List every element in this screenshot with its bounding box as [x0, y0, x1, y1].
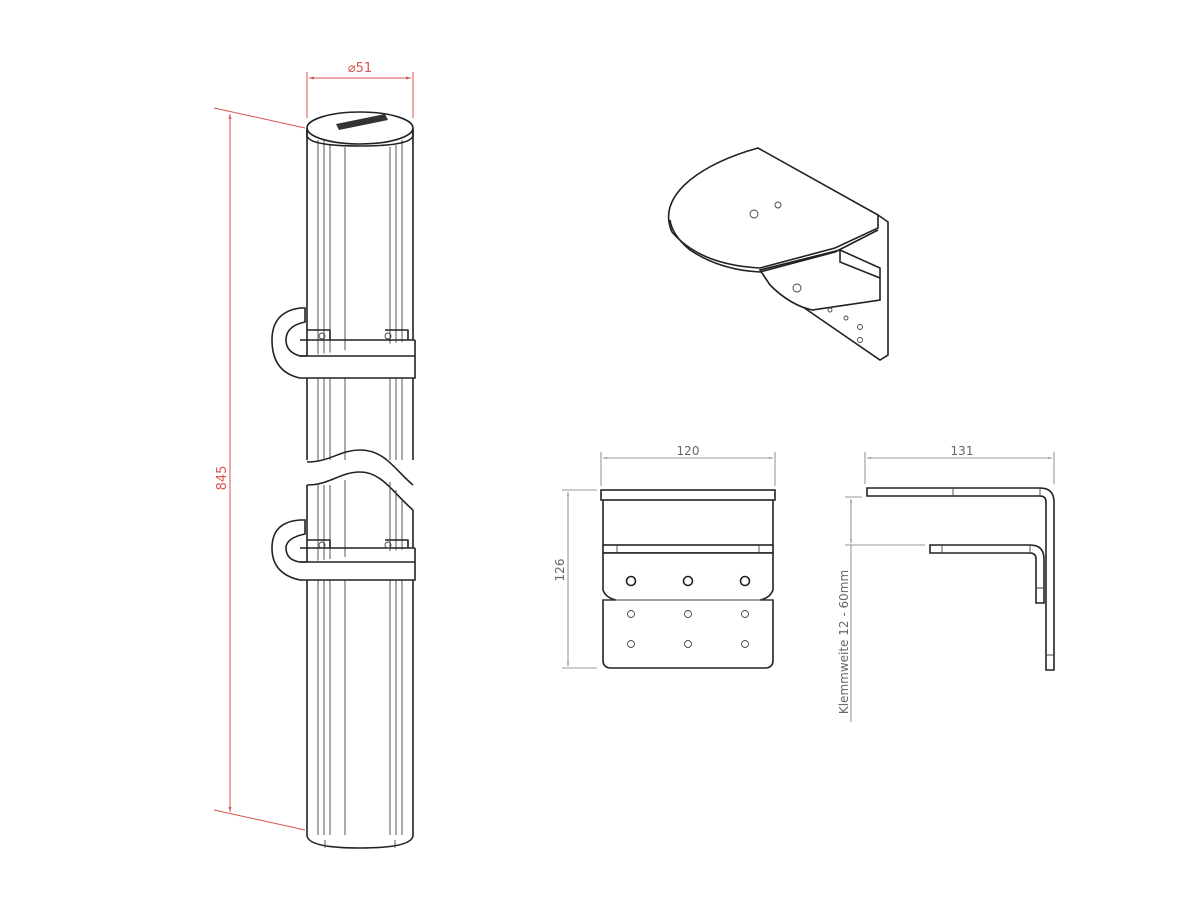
bracket-front-view: 120 126: [553, 444, 776, 669]
diameter-label: ⌀51: [348, 61, 372, 76]
width-label: 120: [677, 444, 700, 458]
mounting-holes: [625, 575, 751, 648]
clamp-range-label: Klemmweite 12 - 60mm: [837, 570, 851, 714]
logo-plate: [336, 114, 388, 130]
bracket-side-view: 131 Klemmweite 12 - 60mm: [837, 444, 1055, 722]
bracket-isometric: [667, 147, 889, 361]
height-dimension: 845: [213, 107, 306, 831]
height-label: 845: [215, 466, 230, 491]
pole: [306, 111, 414, 849]
depth-label: 131: [951, 444, 974, 458]
upper-clamp: [271, 307, 416, 379]
lower-clamp: [271, 519, 416, 581]
diameter-dimension: ⌀51: [306, 61, 414, 118]
height-label-bracket: 126: [553, 559, 567, 582]
